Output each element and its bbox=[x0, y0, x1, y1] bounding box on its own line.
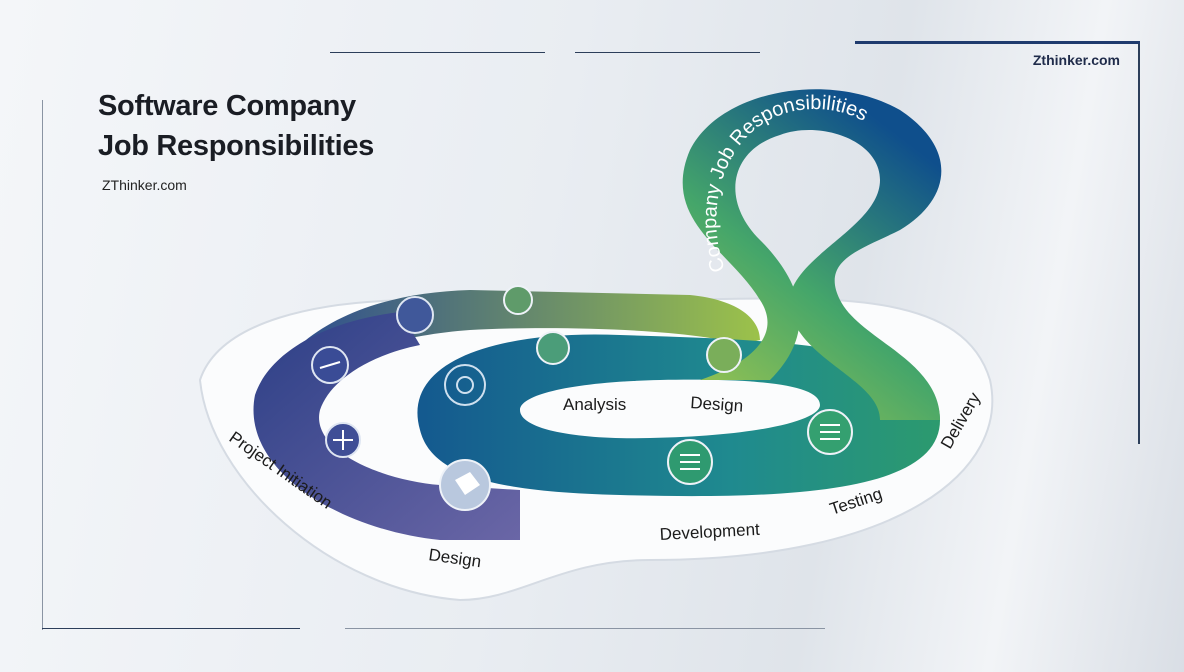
development-icon bbox=[667, 439, 713, 485]
frame-right-line bbox=[1138, 44, 1140, 444]
frame-bottom-line bbox=[345, 628, 825, 629]
page-title: Software Company Job Responsibilities bbox=[98, 86, 374, 166]
frame-top-line-bold bbox=[855, 41, 1140, 44]
design-icon bbox=[325, 422, 361, 458]
frame-left-line bbox=[42, 100, 43, 630]
frame-bottom-line bbox=[42, 628, 300, 629]
ring-track bbox=[417, 334, 941, 497]
title-line-2: Job Responsibilities bbox=[98, 130, 374, 162]
analysis-icon bbox=[444, 364, 486, 406]
initiation-icon bbox=[311, 346, 349, 384]
cube-icon bbox=[439, 459, 491, 511]
testing-icon bbox=[807, 409, 853, 455]
team-icon bbox=[503, 285, 533, 315]
design-doc-icon bbox=[536, 331, 570, 365]
brand-left: ZThinker.com bbox=[102, 177, 187, 193]
chat-icon bbox=[396, 296, 434, 334]
frame-top-line bbox=[330, 52, 545, 53]
title-line-1: Software Company bbox=[98, 90, 356, 122]
design-check-icon bbox=[706, 337, 742, 373]
s-curve-track bbox=[682, 89, 942, 420]
stage-label-analysis: Analysis bbox=[563, 395, 626, 414]
frame-top-line bbox=[575, 52, 760, 53]
stage-label-design-2: Design bbox=[690, 393, 744, 416]
brand-right: Zthinker.com bbox=[1032, 52, 1120, 68]
